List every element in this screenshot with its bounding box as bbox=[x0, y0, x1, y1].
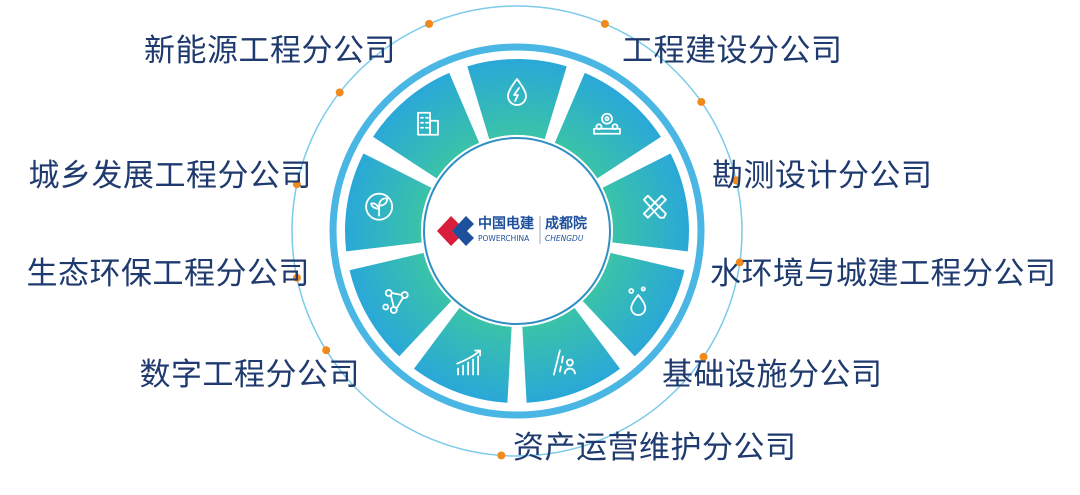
segment-9 bbox=[373, 72, 480, 179]
water-drop-icon bbox=[628, 286, 647, 316]
connector-dot-10 bbox=[292, 180, 301, 189]
connector-dots bbox=[292, 19, 744, 460]
segment-2 bbox=[554, 72, 661, 179]
label-asset-ops: 资产运营维护分公司 bbox=[513, 430, 797, 466]
label-new-energy: 新能源工程分公司 bbox=[144, 33, 396, 69]
segment-8 bbox=[345, 153, 432, 252]
connector-dot-8 bbox=[322, 346, 331, 355]
label-survey: 勘测设计分公司 bbox=[712, 158, 933, 194]
growth-chart-icon bbox=[456, 349, 482, 376]
segment-1 bbox=[467, 59, 567, 140]
connector-dot-2 bbox=[600, 19, 609, 28]
segment-ring bbox=[345, 59, 689, 403]
powerchina-logo-icon bbox=[437, 216, 474, 246]
network-nodes-icon bbox=[382, 289, 409, 314]
unit-en: CHENGDU bbox=[545, 234, 584, 243]
sprout-icon bbox=[365, 192, 394, 221]
water-energy-icon bbox=[507, 78, 527, 106]
outer-thin-ring bbox=[291, 5, 743, 457]
center-circle bbox=[423, 137, 611, 325]
label-water-env: 水环境与城建工程分公司 bbox=[710, 256, 1057, 292]
connector-dot-4 bbox=[732, 176, 741, 185]
label-eco-env: 生态环保工程分公司 bbox=[26, 256, 310, 292]
segment-6 bbox=[413, 307, 512, 403]
label-engineering: 工程建设分公司 bbox=[622, 33, 843, 69]
connector-dot-6 bbox=[699, 352, 708, 361]
connector-dot-7 bbox=[497, 451, 506, 460]
unit-cn: 成都院 bbox=[545, 215, 587, 232]
construction-gear-icon bbox=[593, 112, 621, 135]
label-infrastructure: 基础设施分公司 bbox=[662, 357, 883, 393]
segment-7 bbox=[349, 252, 452, 357]
center-logo: 中国电建 POWERCHINA 成都院 CHENGDU bbox=[437, 215, 587, 246]
brand-en: POWERCHINA bbox=[478, 234, 530, 243]
connector-dot-1 bbox=[425, 19, 434, 28]
connector-dot-3 bbox=[697, 97, 706, 106]
segment-5 bbox=[522, 307, 621, 403]
connector-dot-9 bbox=[292, 273, 301, 282]
brand-cn: 中国电建 bbox=[478, 215, 534, 232]
connector-dot-11 bbox=[335, 88, 344, 97]
building-icon bbox=[417, 111, 439, 136]
road-people-icon bbox=[552, 349, 576, 376]
ruler-pencil-icon bbox=[642, 194, 667, 219]
label-digital: 数字工程分公司 bbox=[139, 357, 360, 393]
label-urban-rural: 城乡发展工程分公司 bbox=[28, 158, 312, 194]
segment-4 bbox=[582, 252, 685, 357]
connector-dot-5 bbox=[735, 258, 744, 267]
